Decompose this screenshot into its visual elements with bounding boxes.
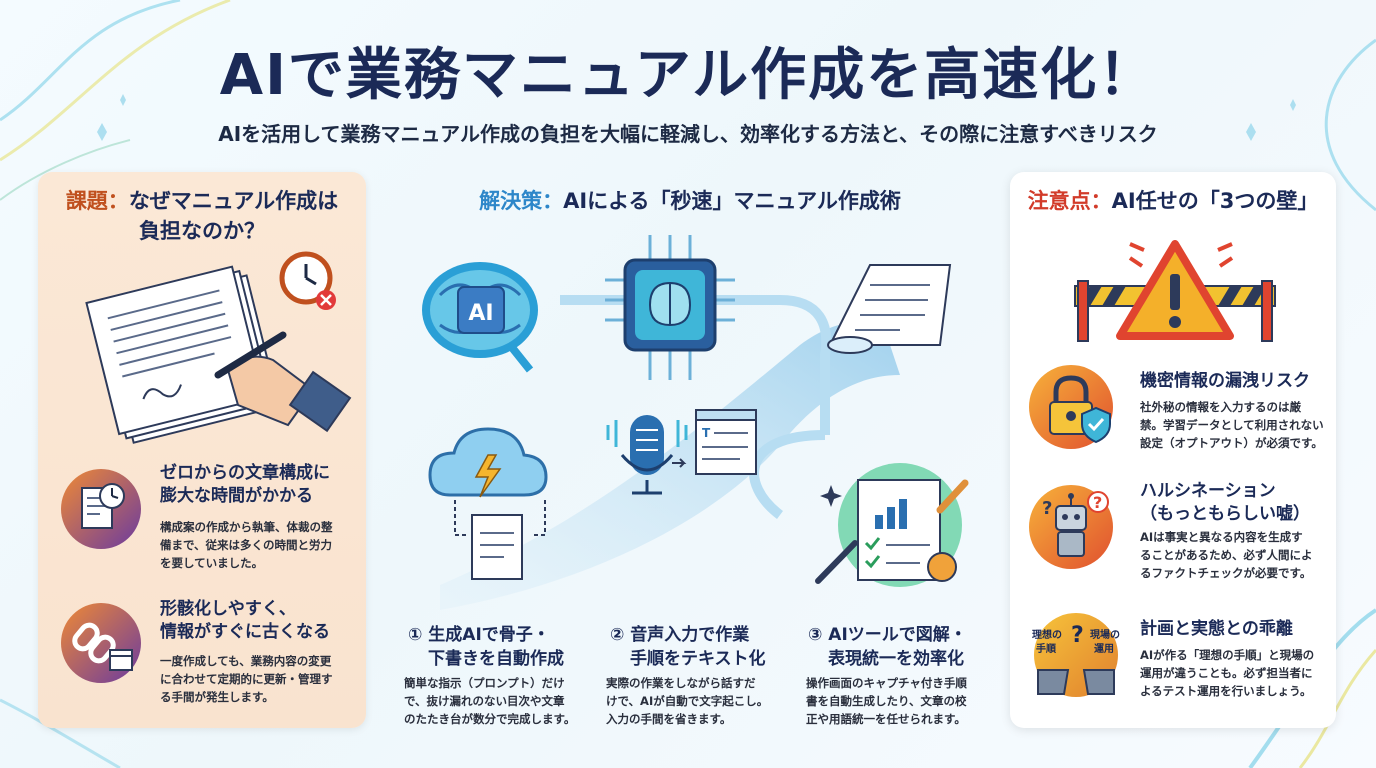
step3-heading-line2: 表現統一を効率化 [828,649,964,669]
gap-bridge-icon: ? 理想の 手順 現場の 運用 [1032,613,1120,697]
step3-body-line3: 正や用語統一を任せられます。 [806,712,966,726]
ai-chip-icon [605,235,735,380]
caution-item1-body: 社外秘の情報を入力するのは厳 禁。学習データとして利用されない 設定（オプトアウ… [1140,398,1332,452]
caution-item3-body-line1: AIが作る「理想の手順」と現場の [1140,648,1315,662]
caution-item2-heading-line2: （もっともらしい嘘） [1140,504,1310,524]
step1-body: 簡単な指示（プロンプト）だけ で、抜け漏れのない目次や文章 のたたき台が数分で完… [404,674,600,728]
caution-item2-heading: ハルシネーション （もっともらしい嘘） [1140,480,1330,526]
step2-body-line3: 入力の手間を省きます。 [606,712,732,726]
caution-item1-heading: 機密情報の漏洩リスク [1140,371,1310,391]
broken-chain-calendar-icon [61,603,141,683]
caution-item3-heading: 計画と実態との乖離 [1140,619,1293,639]
caution-title-accent: 注意点： [1027,189,1112,213]
caution-item2-body-line3: るファクトチェックが必要です。 [1140,566,1312,580]
challenge-item2-heading-line1: 形骸化しやすく、 [160,599,296,619]
challenge-panel: 課題：なぜマニュアル作成は 負担なのか？ [38,172,366,728]
challenge-item1-heading: ゼロからの文章構成に 膨大な時間がかかる [160,462,360,508]
caution-item2-body: AIは事実と異なる内容を生成す ることがあるため、必ず人間によ るファクトチェッ… [1140,528,1332,582]
step3-body-line2: 書を自動生成したり、文章の校 [806,694,967,708]
challenge-item2-body-line1: 一度作成しても、業務内容の変更 [160,654,332,668]
challenge-title: 課題：なぜマニュアル作成は 負担なのか？ [38,186,366,246]
solution-title-accent: 解決策： [479,189,564,213]
svg-text:?: ? [1093,493,1102,512]
challenge-item1-body: 構成案の作成から執筆、体裁の整 備まで、従来は多くの時間と労力 を要していました… [160,518,362,572]
challenge-item1-body-line3: を要していました。 [160,556,264,570]
lock-shield-icon [1029,365,1113,449]
challenge-item2-heading-line2: 情報がすぐに古くなる [160,622,330,642]
writing-hand-illustration [85,251,352,444]
checklist-chart-icon [815,463,969,587]
step3-heading: ③ AIツールで図解・ 表現統一を効率化 [808,623,1004,671]
caution-item2-body-line2: ることがあるため、必ず人間によ [1140,548,1313,562]
step3-body-line1: 操作画面のキャプチャ付き手順 [806,676,967,690]
caution-item1-body-line3: 設定（オプトアウト）が必須です。 [1140,436,1323,450]
challenge-title-accent: 課題： [65,189,129,213]
challenge-item2-body-line3: る手間が発生します。 [160,690,274,704]
step3-heading-line1: ③ AIツールで図解・ [808,625,967,645]
svg-text:?: ? [1042,498,1052,519]
document-clock-icon [61,469,141,549]
step2-heading: ② 音声入力で作業 手順をテキスト化 [610,623,800,671]
step1-heading-line1: ① 生成AIで骨子・ [408,625,550,645]
step2-heading-line2: 手順をテキスト化 [630,649,766,669]
caution-item3-body-line3: よるテスト運用を行いましょう。 [1140,684,1312,698]
step3-body: 操作画面のキャプチャ付き手順 書を自動生成したり、文章の校 正や用語統一を任せら… [806,674,1004,728]
ai-brain-icon: AI [422,262,538,373]
challenge-item1-heading-line2: 膨大な時間がかかる [160,486,313,506]
solution-title: 解決策：AIによる「秒速」マニュアル作成術 [380,186,1000,216]
microphone-icon: T [606,409,757,495]
caution-item2-body-line1: AIは事実と異なる内容を生成す [1140,530,1303,544]
solution-flow-illustration: AI T [422,235,969,610]
svg-text:?: ? [1071,623,1084,648]
step1-body-line3: のたたき台が数分で完成します。 [404,712,576,726]
ai-brain-label: AI [468,301,493,326]
svg-text:T: T [702,426,711,440]
caution-item2-heading-line1: ハルシネーション [1140,481,1276,501]
step1-body-line2: で、抜け漏れのない目次や文章 [404,694,565,708]
step2-body-line2: けで、AIが自動で文字起こし。 [606,694,769,708]
solution-title-rest: AIによる「秒速」マニュアル作成術 [563,189,901,213]
challenge-item2-body-line2: に合わせて定期的に更新・管理す [160,672,333,686]
caution-item3-body: AIが作る「理想の手順」と現場の 運用が違うことも。必ず担当者に よるテスト運用… [1140,646,1332,700]
step1-body-line1: 簡単な指示（プロンプト）だけ [404,676,565,690]
robot-question-icon: ? ? [1029,485,1113,569]
caution-panel: 注意点：AI任せの「3つの壁」 機密情報の漏洩リスク 社外秘の情報を入力するのは… [1010,172,1336,728]
challenge-item2-body: 一度作成しても、業務内容の変更 に合わせて定期的に更新・管理す る手間が発生しま… [160,652,362,706]
challenge-title-line2: 負担なのか？ [139,219,265,243]
gap-label-left-line1: 理想の [1032,628,1062,641]
warning-barrier-icon [1074,240,1276,342]
challenge-item2-heading: 形骸化しやすく、 情報がすぐに古くなる [160,598,360,644]
challenge-item1-body-line1: 構成案の作成から執筆、体裁の整 [160,520,333,534]
challenge-item1-body-line2: 備まで、従来は多くの時間と労力 [160,538,333,552]
document-scroll-icon [827,264,952,354]
caution-item3-body-line2: 運用が違うことも。必ず担当者に [1140,666,1313,680]
caution-title: 注意点：AI任せの「3つの壁」 [1010,186,1336,216]
challenge-item1-heading-line1: ゼロからの文章構成に [160,463,330,483]
challenge-title-line1: なぜマニュアル作成は [128,189,339,213]
gap-label-right-line1: 現場の [1090,628,1120,641]
step1-heading: ① 生成AIで骨子・ 下書きを自動作成 [408,623,598,671]
caution-title-rest: AI任せの「3つの壁」 [1111,189,1319,213]
step2-body-line1: 実際の作業をしながら話すだ [606,676,756,690]
caution-item1-body-line1: 社外秘の情報を入力するのは厳 [1140,400,1301,414]
subtitle: AIを活用して業務マニュアル作成の負担を大幅に軽減し、効率化する方法と、その際に… [218,122,1158,146]
caution-item1-body-line2: 禁。学習データとして利用されない [1140,418,1324,432]
step1-heading-line2: 下書きを自動作成 [428,649,564,669]
gap-label-left-line2: 手順 [1036,642,1057,655]
cloud-lightning-icon [428,427,548,580]
gap-label-right-line2: 運用 [1094,643,1114,655]
main-title: AIで業務マニュアル作成を高速化！ [219,43,1157,108]
step2-heading-line1: ② 音声入力で作業 [610,625,750,645]
step2-body: 実際の作業をしながら話すだ けで、AIが自動で文字起こし。 入力の手間を省きます… [606,674,802,728]
